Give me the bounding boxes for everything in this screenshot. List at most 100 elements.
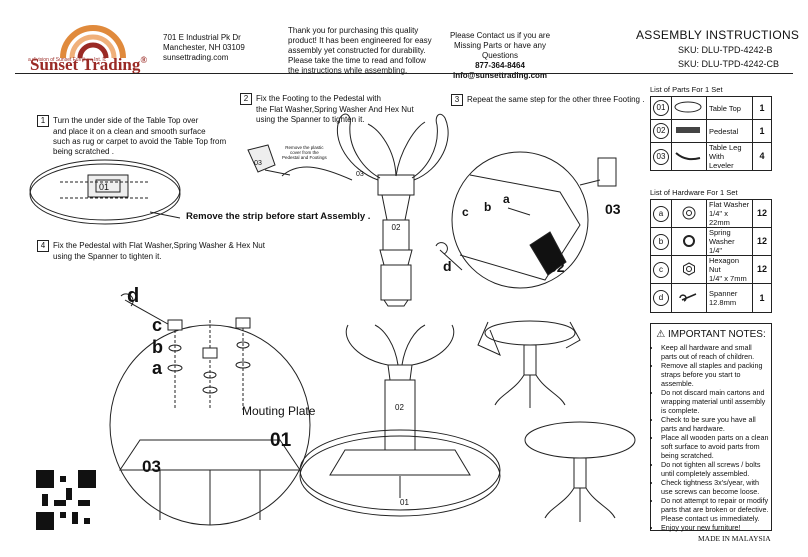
table-row: 02 Pedestal 1 <box>650 119 772 143</box>
hardware-name: Flat Washer <box>709 200 750 209</box>
part-name: Pedestal <box>706 119 753 143</box>
note-item: Check to be sure you have all parts and … <box>661 415 769 433</box>
part-qty: 4 <box>752 142 772 171</box>
step-4-line: Fix the Pedestal with Flat Washer,Spring… <box>53 241 265 250</box>
label-hardware-b: b <box>152 337 163 357</box>
step-1-line: Turn the under side of the Table Top ove… <box>53 116 199 125</box>
label-hardware-c: c <box>152 315 163 335</box>
label-part-02: 02 <box>549 259 565 275</box>
part-qty: 1 <box>752 96 772 120</box>
page-title: ASSEMBLY INSTRUCTIONS <box>636 28 800 42</box>
logo: Sunset Trading® <box>30 20 147 74</box>
sku-2: SKU: DLU-TPD-4242-CB <box>678 59 780 69</box>
part-id: 01 <box>653 100 669 116</box>
label-part-02: 02 <box>392 223 401 232</box>
label-part-01: 01 <box>400 498 409 507</box>
step-2-line: the Flat Washer,Spring Washer And Hex Nu… <box>256 105 414 114</box>
part-name: Table Leg <box>709 143 742 152</box>
note-item: Do not tighten all screws / bolts until … <box>661 460 769 478</box>
contact-phone[interactable]: 877-364-8464 <box>475 61 525 70</box>
step-1-line: and place it on a clean and smooth surfa… <box>53 127 206 136</box>
spanner-icon <box>679 293 697 302</box>
finished-table-folded-illustration <box>477 320 581 408</box>
step-3-number: 3 <box>451 94 463 106</box>
thanks-line: product! It has been engineered for easy <box>288 36 432 45</box>
step-4-line: using the Spanner to tighten it. <box>53 252 162 261</box>
spring-washer-icon <box>683 234 695 247</box>
step-1-line: being scratched . <box>53 147 114 156</box>
note-item: Do not attempt to repair or modify parts… <box>661 496 769 523</box>
warning-icon: ⚠ <box>656 329 666 340</box>
hardware-spec: 1/4" <box>709 209 723 218</box>
table-leg-icon <box>675 151 701 160</box>
hardware-id: c <box>653 261 669 278</box>
flat-washer-icon <box>682 206 696 219</box>
mounting-plate-label: Mouting Plate <box>242 404 316 418</box>
hardware-spec: 1/4" <box>709 246 723 255</box>
hardware-spec: x 7mm <box>724 274 747 283</box>
plastic-cover-illustration <box>247 144 291 176</box>
plastic-note-line: cover from the <box>290 150 319 155</box>
contact-block: Please Contact us if you are Missing Par… <box>440 31 560 81</box>
parts-list-title: List of Parts For 1 Set <box>650 85 723 94</box>
notes-title: IMPORTANT NOTES: <box>667 329 766 340</box>
table-row: 01 Table Top 1 <box>650 96 772 120</box>
hardware-name: Spanner <box>709 289 738 298</box>
made-in-label: MADE IN MALAYSIA <box>698 534 771 543</box>
hardware-list-title: List of Hardware For 1 Set <box>650 188 738 197</box>
note-item: Remove all staples and packing straps be… <box>661 361 769 388</box>
contact-line-2: Missing Parts or have any Questions <box>453 41 547 60</box>
thanks-line: Please take the time to read and follow <box>288 56 426 65</box>
note-item: Do not discard main cartons and wrapping… <box>661 388 769 415</box>
step-1-line: such as rug or carpet to avoid the Table… <box>53 137 227 146</box>
plastic-cover-note: Remove the plastic cover from the Pedest… <box>282 145 327 160</box>
registered-mark: ® <box>140 55 148 65</box>
company-address: 701 E Industrial Pk Dr Manchester, NH 03… <box>163 33 245 63</box>
thanks-text: Thank you for purchasing this quality pr… <box>288 26 432 76</box>
website-link[interactable]: sunsettrading.com <box>163 53 229 62</box>
part-id: 03 <box>653 148 669 165</box>
hardware-name: Hexagon Nut <box>709 256 740 274</box>
address-line-1: 701 E Industrial Pk Dr <box>163 33 241 42</box>
label-part-03: 03 <box>254 160 262 167</box>
label-part-02: 02 <box>395 403 404 412</box>
plastic-note-line: Remove the plastic <box>285 145 324 150</box>
hardware-qty: 1 <box>752 283 772 313</box>
label-hardware-c: c <box>462 205 469 219</box>
label-hardware-d: d <box>127 285 140 307</box>
hardware-name: Spring Washer <box>709 228 735 246</box>
label-part-01: 01 <box>99 182 109 192</box>
part-name-2: With Leveler <box>709 152 734 170</box>
label-hardware-d: d <box>443 258 452 274</box>
hardware-spec: x 22mm <box>709 209 730 227</box>
table-top-icon <box>674 101 702 113</box>
hardware-id: d <box>653 290 669 306</box>
contact-email[interactable]: info@sunsettrading.com <box>452 71 548 80</box>
hardware-spec: 1/4" <box>709 274 723 283</box>
contact-line-1: Please Contact us if you are <box>449 31 551 40</box>
part-qty: 1 <box>752 119 772 143</box>
company-division: a division of Sunset Furniture Int. lc <box>28 57 107 63</box>
strip-note: Remove the strip before start Assembly . <box>186 211 371 222</box>
note-item: Place all wooden parts on a clean soft s… <box>661 433 769 460</box>
label-part-03: 03 <box>142 457 161 476</box>
label-hardware-a: a <box>503 192 510 206</box>
sunset-logo-icon <box>60 25 126 58</box>
header-divider <box>15 73 793 74</box>
thanks-line: assembly yet constructed for durability. <box>288 46 426 55</box>
step-1-number: 1 <box>37 115 49 127</box>
label-part-03: 03 <box>356 171 364 178</box>
finished-table-open-illustration <box>524 421 636 522</box>
label-part-01: 01 <box>270 430 292 451</box>
assembly-diagram: 01 03 02 03 03 02 01 03 02 01 <box>29 113 636 526</box>
step-1-text: 1 Turn the under side of the Table Top ov… <box>37 115 226 157</box>
plastic-note-line: Pedestal and Footings <box>282 155 327 160</box>
hardware-qty: 12 <box>752 255 772 284</box>
